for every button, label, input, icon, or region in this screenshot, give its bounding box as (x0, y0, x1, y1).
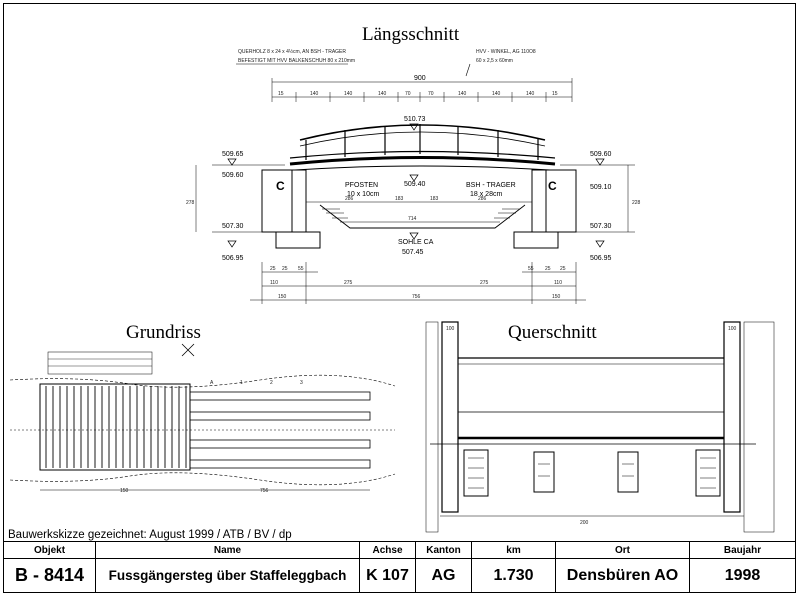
value-kanton: AG (415, 558, 472, 593)
note-right-2: 60 x 2,5 x 60mm (476, 58, 513, 64)
svg-text:15: 15 (552, 91, 558, 97)
svg-text:110: 110 (554, 280, 562, 286)
header-name: Name (95, 541, 360, 559)
svg-text:140: 140 (492, 91, 501, 97)
header-km: km (471, 541, 556, 559)
svg-text:140: 140 (310, 91, 319, 97)
level-left-low-2: 506.95 (222, 255, 244, 262)
level-left-2: 509.60 (222, 172, 244, 179)
level-right-1: 509.60 (590, 151, 612, 158)
note-left-2: BEFESTIGT MIT HVV BALKENSCHUH 80 x 210mm (238, 58, 355, 64)
caption: Bauwerkskizze gezeichnet: August 1999 / … (8, 529, 292, 541)
value-achse: K 107 (359, 558, 416, 593)
svg-text:55: 55 (528, 266, 534, 272)
svg-text:A: A (210, 380, 214, 386)
svg-text:183: 183 (395, 196, 404, 202)
svg-text:3: 3 (300, 380, 303, 386)
grundriss-drawing: A 1 2 3 150 756 (9, 343, 396, 494)
marker-c-right: C (548, 179, 557, 193)
level-right-low-2: 506.95 (590, 255, 612, 262)
svg-text:100: 100 (728, 326, 737, 332)
laengsschnitt-drawing: QUERHOLZ 8 x 24 x 4½cm, AN BSH - TRAGER … (186, 48, 641, 304)
level-left-low-1: 507.30 (222, 223, 244, 230)
laengsschnitt-title: Längsschnitt (362, 24, 460, 45)
header-kanton: Kanton (415, 541, 472, 559)
svg-text:2: 2 (270, 380, 273, 386)
svg-text:25: 25 (282, 266, 288, 272)
svg-text:140: 140 (526, 91, 535, 97)
svg-text:275: 275 (344, 280, 353, 286)
grundriss-title: Grundriss (126, 322, 201, 343)
svg-text:286: 286 (478, 196, 487, 202)
svg-text:55: 55 (298, 266, 304, 272)
svg-text:140: 140 (458, 91, 467, 97)
level-left-1: 509.65 (222, 151, 244, 158)
header-achse: Achse (359, 541, 416, 559)
value-objekt: B - 8414 (3, 558, 96, 593)
bsh-size: 18 x 28cm (470, 191, 502, 198)
value-name: Fussgängersteg über Staffeleggbach (95, 558, 360, 593)
svg-text:70: 70 (405, 91, 411, 97)
svg-text:110: 110 (270, 280, 278, 286)
querschnitt-drawing: 100 100 200 (425, 321, 775, 533)
svg-text:286: 286 (345, 196, 354, 202)
svg-text:15: 15 (278, 91, 284, 97)
svg-text:228: 228 (632, 200, 641, 206)
level-top: 510.73 (404, 116, 426, 123)
level-right-low-1: 507.30 (590, 223, 612, 230)
svg-text:25: 25 (560, 266, 566, 272)
level-right-2: 509.10 (590, 184, 612, 191)
span-total: 900 (414, 75, 426, 82)
svg-text:1: 1 (240, 380, 243, 386)
svg-text:140: 140 (344, 91, 353, 97)
header-baujahr: Baujahr (689, 541, 796, 559)
marker-c-left: C (276, 179, 285, 193)
svg-text:278: 278 (186, 200, 195, 206)
bsh-label: BSH - TRAGER (466, 182, 516, 189)
pfosten-label: PFOSTEN (345, 182, 378, 189)
dim-bottom: 756 (412, 294, 421, 300)
svg-text:70: 70 (428, 91, 434, 97)
sohle-level: 507.45 (402, 249, 424, 256)
svg-text:25: 25 (270, 266, 276, 272)
svg-text:100: 100 (446, 326, 455, 332)
header-ort: Ort (555, 541, 690, 559)
svg-text:140: 140 (378, 91, 387, 97)
pfosten-size: 10 x 10cm (347, 191, 379, 198)
dim-right: 150 (552, 294, 561, 300)
querschnitt-title: Querschnitt (508, 322, 597, 343)
svg-text:183: 183 (430, 196, 439, 202)
svg-text:25: 25 (545, 266, 551, 272)
sohle-label: SOHLE CA (398, 239, 434, 246)
svg-text:200: 200 (580, 520, 589, 526)
header-objekt: Objekt (3, 541, 96, 559)
svg-text:150: 150 (120, 488, 129, 494)
value-ort: Densbüren AO (555, 558, 690, 593)
dim-left: 150 (278, 294, 287, 300)
title-block: Objekt Name Achse Kanton km Ort Baujahr … (3, 541, 796, 593)
value-baujahr: 1998 (689, 558, 796, 593)
level-mid: 509.40 (404, 181, 426, 188)
value-km: 1.730 (471, 558, 556, 593)
svg-text:756: 756 (260, 488, 269, 494)
svg-text:275: 275 (480, 280, 489, 286)
note-left-1: QUERHOLZ 8 x 24 x 4½cm, AN BSH - TRAGER (238, 48, 346, 55)
note-right-1: HVV - WINKEL, AG 110O8 (476, 49, 536, 55)
drawing-frame (3, 3, 796, 593)
svg-text:714: 714 (408, 216, 417, 222)
